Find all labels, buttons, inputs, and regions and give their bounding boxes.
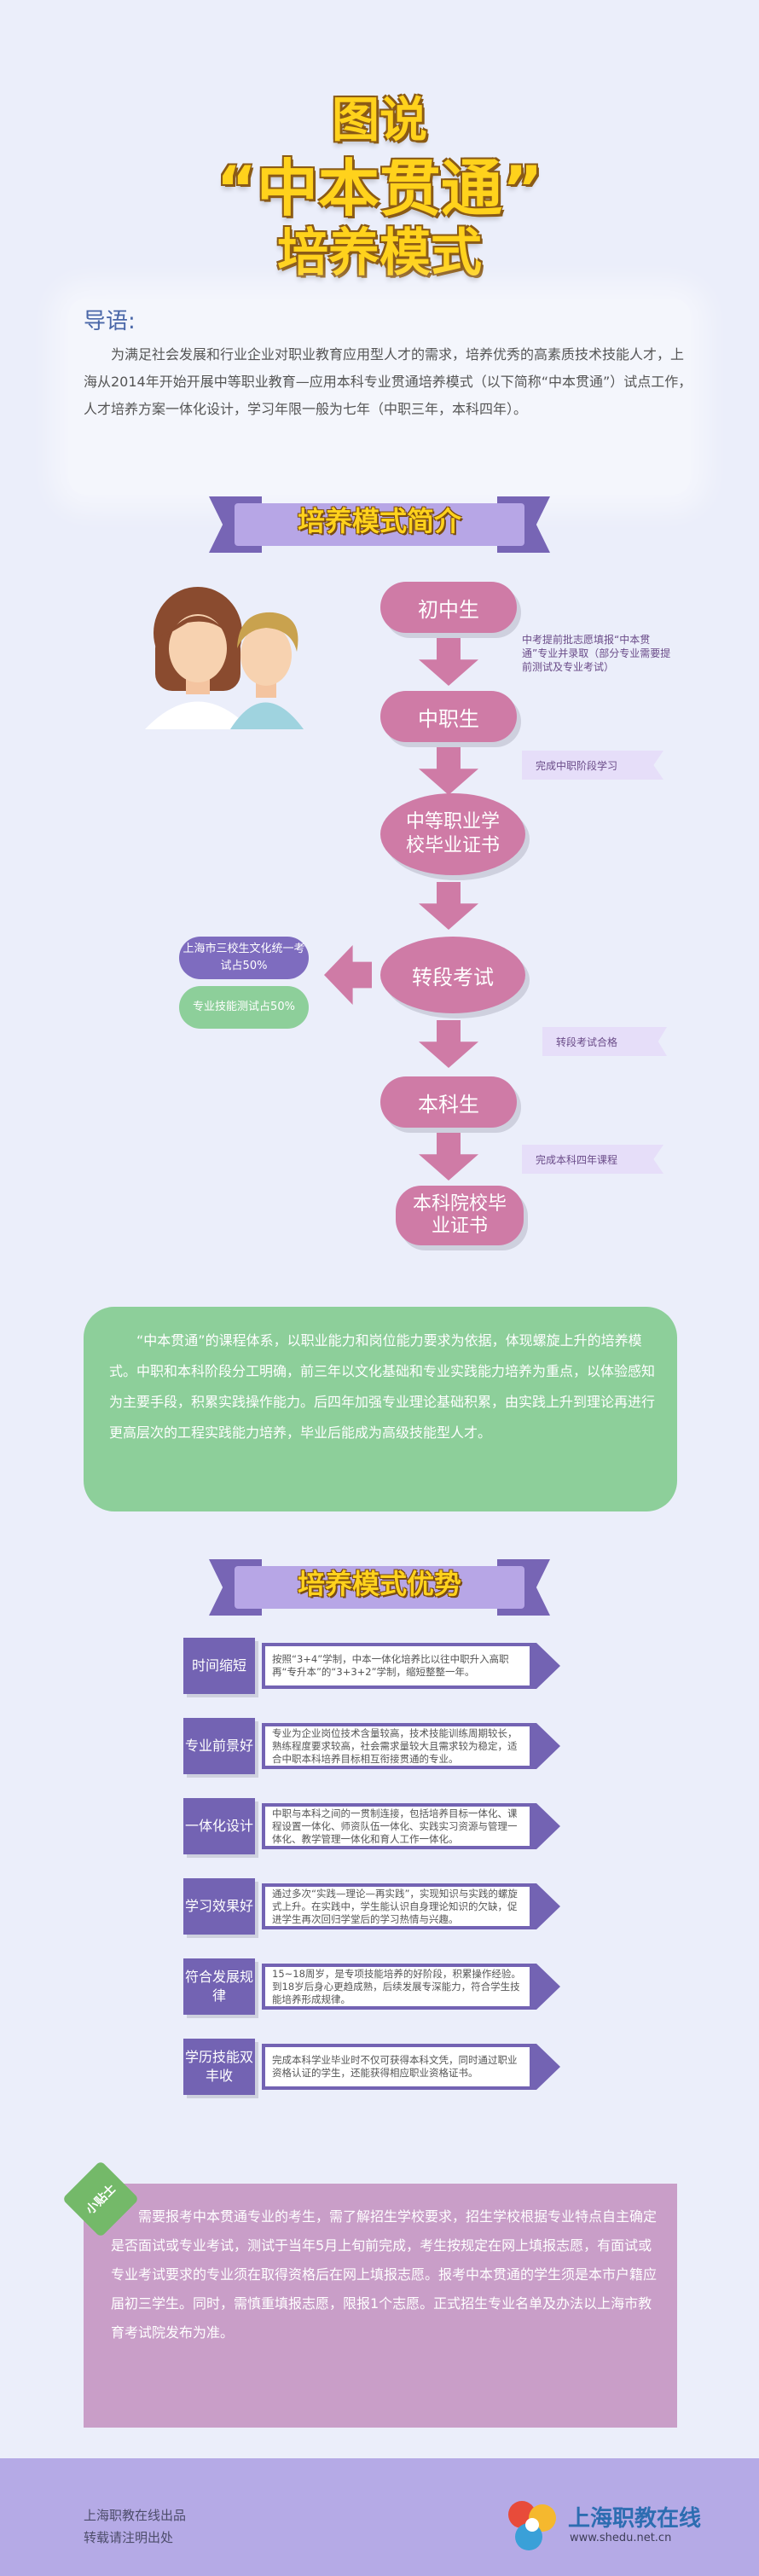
advantage-text: 中职与本科之间的一贯制连接，包括培养目标一体化、课程设置一体化、师资队伍一体化、… xyxy=(265,1807,530,1846)
flow-arrow-4 xyxy=(419,1020,478,1068)
flow-node-transfer-exam: 转段考试 xyxy=(380,937,525,1013)
advantage-label: 符合发展规律 xyxy=(183,1958,255,2015)
advantage-row: 学历技能双丰收 完成本科学业毕业时不仅可获得本科文凭，同时通过职业资格认证的学生… xyxy=(183,2039,576,2095)
curriculum-text: “中本贯通”的课程体系，以职业能力和岗位能力要求为依据，体现螺旋上升的培养模式。… xyxy=(109,1332,656,1441)
title-line-1: 图说 xyxy=(332,93,427,148)
tips-panel xyxy=(84,2184,677,2428)
tips-text: 需要报考中本贯通专业的考生，需了解招生学校要求，招生学校根据专业特点自主确定是否… xyxy=(111,2208,658,2341)
flow-arrow-3 xyxy=(419,882,478,930)
flow-arrow-2 xyxy=(419,747,478,795)
section-banner-label: 培养模式优势 xyxy=(297,1568,461,1600)
advantage-row: 学习效果好 通过多次“实践—理论—再实践”，实现知识与实践的螺旋式上升。在实践中… xyxy=(183,1878,576,1935)
footer-logo-text: 上海职教在线 xyxy=(568,2506,702,2532)
advantage-text: 完成本科学业毕业时不仅可获得本科文凭，同时通过职业资格认证的学生，还能获得相应职… xyxy=(265,2047,530,2086)
students-illustration xyxy=(145,587,304,729)
footer-reprint-note: 转载请注明出处 xyxy=(84,2530,174,2545)
footer-url: www.shedu.net.cn xyxy=(570,2532,672,2544)
flow-arrow-1 xyxy=(419,638,478,686)
flow-side-skill-test: 专业技能测试占50% xyxy=(179,986,309,1029)
advantage-label: 学习效果好 xyxy=(183,1878,255,1935)
intro-heading: 导语: xyxy=(84,309,136,334)
flow-arrow-left xyxy=(324,945,372,1005)
footer-credit: 上海职教在线出品 xyxy=(84,2508,187,2523)
advantage-text: 15~18周岁，是专项技能培养的好阶段，积累操作经验。到18岁后身心更趋成熟，后… xyxy=(265,1967,530,2006)
advantage-label: 专业前景好 xyxy=(183,1718,255,1774)
advantage-text: 按照“3+4”学制，中本一体化培养比以往中职升入高职再“专升本”的“3+3+2”… xyxy=(265,1646,530,1685)
flow-node-vocational-diploma: 中等职业学校毕业证书 xyxy=(380,793,525,875)
advantage-label: 一体化设计 xyxy=(183,1798,255,1854)
flow-note-2: 完成中职阶段学习 xyxy=(522,751,663,780)
flow-node-undergraduate: 本科生 xyxy=(380,1076,517,1128)
advantage-row: 一体化设计 中职与本科之间的一贯制连接，包括培养目标一体化、课程设置一体化、师资… xyxy=(183,1798,576,1854)
flow-node-vocational-student: 中职生 xyxy=(380,691,517,742)
flow-side-culture-exam: 上海市三校生文化统一考试占50% xyxy=(179,937,309,979)
advantage-label: 学历技能双丰收 xyxy=(183,2039,255,2095)
flow-note-3: 转段考试合格 xyxy=(542,1027,667,1056)
flow-note-1: 中考提前批志愿填报“中本贯通”专业并录取（部分专业需要提前测试及专业考试） xyxy=(522,634,671,673)
intro-text: 为满足社会发展和行业企业对职业教育应用型人才的需求，培养优秀的高素质技术技能人才… xyxy=(84,346,692,417)
intro-panel xyxy=(68,299,691,495)
advantage-text: 通过多次“实践—理论—再实践”，实现知识与实践的螺旋式上升。在实践中，学生能认识… xyxy=(265,1887,530,1926)
advantage-text: 专业为企业岗位技术含量较高，技术技能训练周期较长，熟练程度要求较高，社会需求量较… xyxy=(265,1726,530,1766)
footer xyxy=(0,2458,759,2576)
advantage-row: 符合发展规律 15~18周岁，是专项技能培养的好阶段，积累操作经验。到18岁后身… xyxy=(183,1958,576,2015)
flow-note-4: 完成本科四年课程 xyxy=(522,1145,663,1174)
advantage-row: 专业前景好 专业为企业岗位技术含量较高，技术技能训练周期较长，熟练程度要求较高，… xyxy=(183,1718,576,1774)
flow-node-junior-high: 初中生 xyxy=(380,582,517,633)
curriculum-panel xyxy=(84,1307,677,1511)
advantage-row: 时间缩短 按照“3+4”学制，中本一体化培养比以往中职升入高职再“专升本”的“3… xyxy=(183,1638,576,1694)
section-banner-advantages: 培养模式优势 xyxy=(209,1559,550,1616)
flow-node-bachelor-diploma: 本科院校毕业证书 xyxy=(396,1186,524,1245)
title-line-3: 培养模式 xyxy=(277,223,482,283)
section-banner-intro: 培养模式简介 xyxy=(209,496,550,553)
section-banner-label: 培养模式简介 xyxy=(297,505,461,537)
flow-arrow-5 xyxy=(419,1133,478,1181)
title-line-2: “中本贯通” xyxy=(216,153,543,224)
advantage-label: 时间缩短 xyxy=(183,1638,255,1694)
shedu-logo-icon xyxy=(508,2501,556,2550)
